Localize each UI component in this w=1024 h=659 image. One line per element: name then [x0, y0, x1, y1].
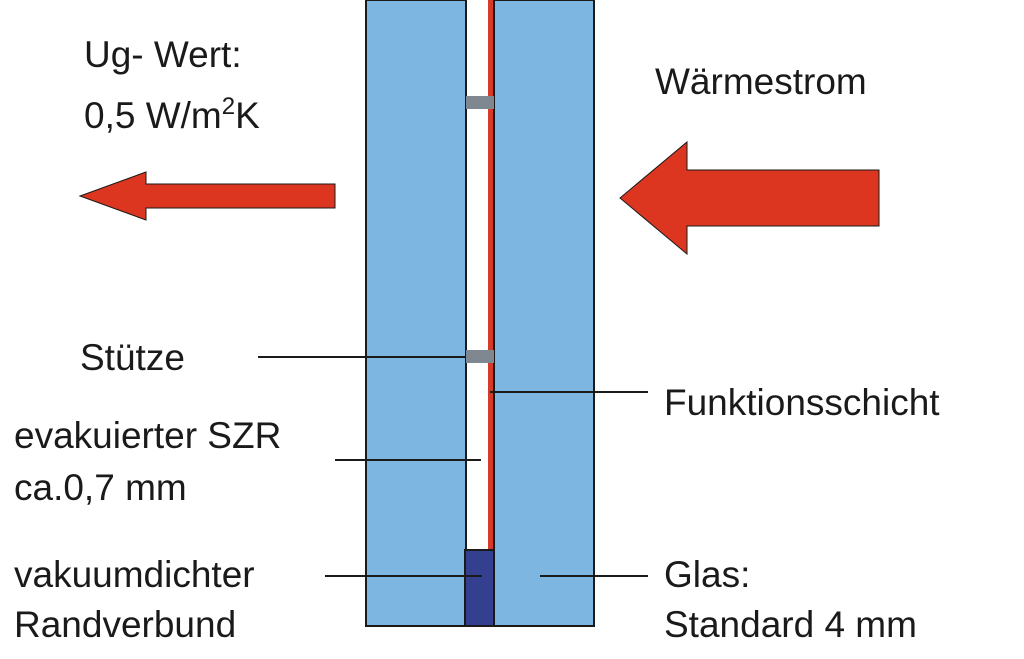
glass-pane-right — [493, 0, 595, 627]
ug-value-prefix: 0,5 W/m — [84, 95, 222, 136]
glass-pane-left — [365, 0, 467, 627]
heat-flow-arrow-in — [619, 140, 880, 256]
ug-value-label-line1: Ug- Wert: — [84, 34, 242, 75]
szr-label-line1: evakuierter SZR — [14, 415, 282, 456]
stuetze-label: Stütze — [80, 337, 185, 378]
waermestrom-label: Wärmestrom — [655, 61, 867, 102]
support-pillar-top — [466, 96, 494, 109]
szr-label-line2: ca.0,7 mm — [14, 467, 187, 508]
funktionsschicht-label: Funktionsschicht — [664, 382, 940, 423]
edge-seal — [464, 549, 495, 627]
ug-value-suffix: K — [235, 95, 260, 136]
functional-layer — [488, 0, 493, 550]
ug-value-superscript: 2 — [221, 93, 236, 120]
heat-flow-arrow-out — [78, 171, 336, 221]
glas-label-line2: Standard 4 mm — [664, 604, 917, 645]
randverbund-label-line2: Randverbund — [14, 604, 237, 645]
ug-value-label-line2: 0,5 W/m2K — [84, 85, 260, 138]
glas-label-line1: Glas: — [664, 554, 751, 595]
randverbund-label-line1: vakuumdichter — [14, 554, 255, 595]
support-pillar-middle — [466, 350, 494, 363]
